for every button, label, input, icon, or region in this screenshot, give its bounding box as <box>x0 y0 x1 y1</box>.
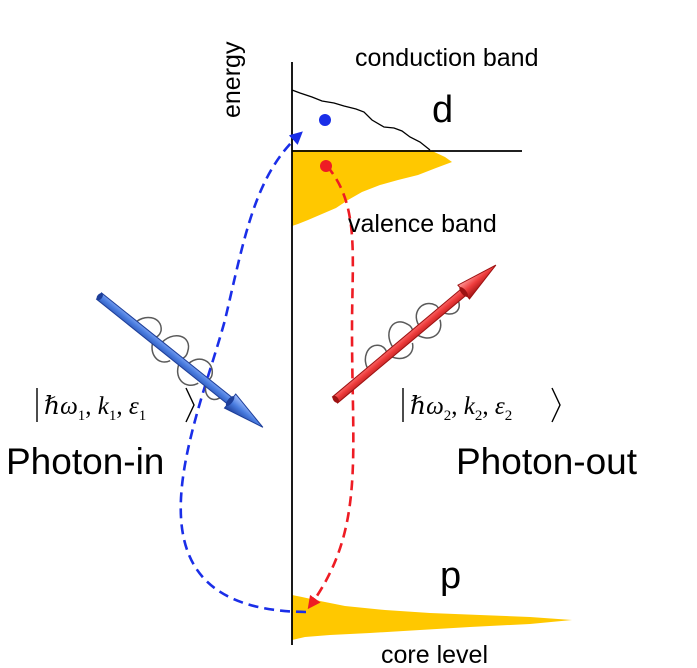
photon-in-label: Photon-in <box>6 441 164 482</box>
photon-in-state: ℏω1, k1, ε1 <box>36 387 195 424</box>
conduction-band-label: conduction band <box>355 44 538 72</box>
valence-hole-dot <box>320 160 332 172</box>
photon-out-state: ℏω2, k2, ε2 <box>402 387 561 424</box>
svg-text:ℏω1, k1, ε1: ℏω1, k1, ε1 <box>44 393 146 424</box>
core-level-label: core level <box>381 641 488 668</box>
emission-path <box>307 165 355 610</box>
conduction-band-outline <box>291 89 431 151</box>
incoming-photon <box>95 292 264 428</box>
valence-band-label: valence band <box>348 210 497 238</box>
p-level-label: p <box>440 555 461 597</box>
d-level-label: d <box>432 89 453 131</box>
outgoing-photon-arrow <box>331 264 497 404</box>
valence-band-fill <box>292 150 452 226</box>
absorption-path <box>179 131 307 614</box>
core-level-fill <box>292 595 572 640</box>
excited-electron-dot <box>319 114 331 126</box>
energy-axis-label: energy <box>218 41 246 118</box>
svg-text:ℏω2, k2, ε2: ℏω2, k2, ε2 <box>410 393 512 424</box>
photon-out-label: Photon-out <box>456 441 638 482</box>
outgoing-photon <box>331 264 497 404</box>
